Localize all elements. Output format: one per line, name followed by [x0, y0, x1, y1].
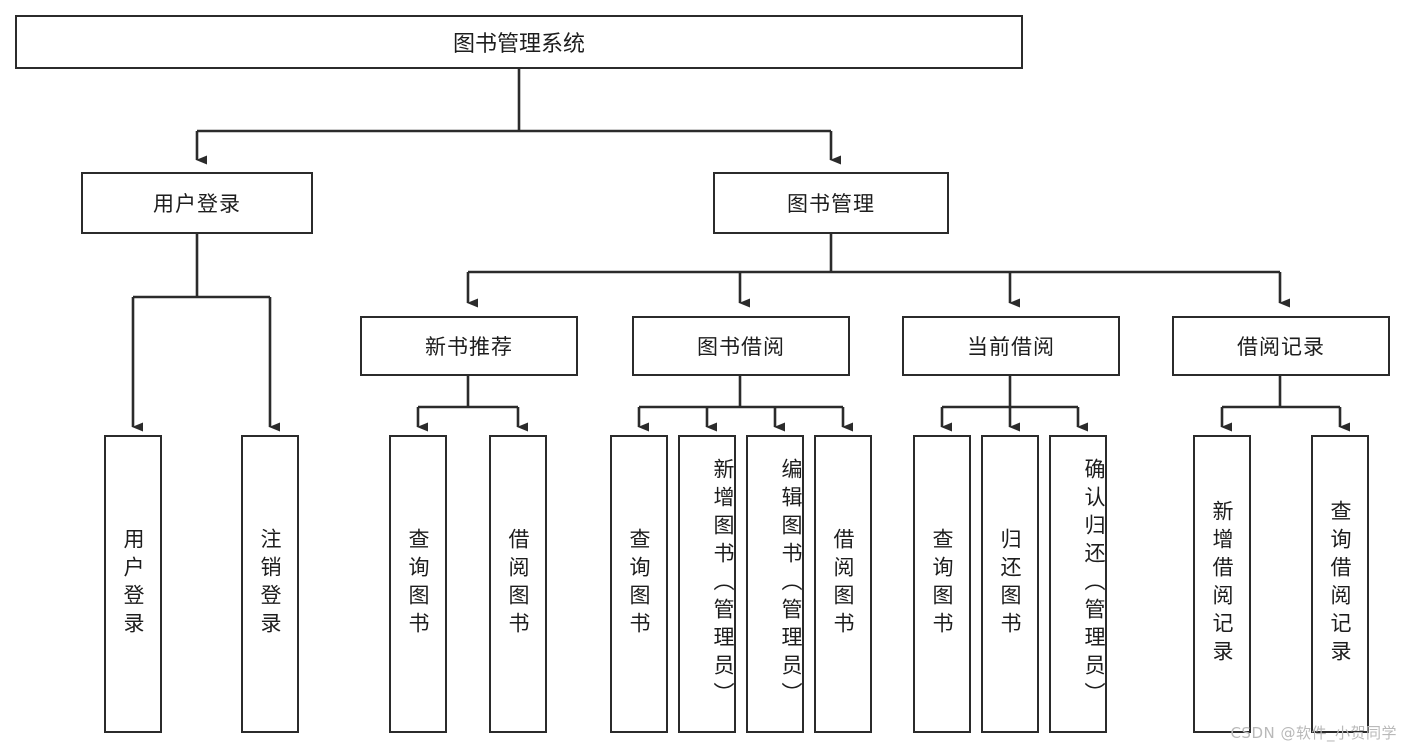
- node-leaf-borrow-books[interactable]: 借阅图书: [814, 435, 872, 733]
- node-label: 归还图书: [998, 528, 1023, 640]
- csdn-watermark: CSDN @软件_小贺同学: [1230, 724, 1397, 742]
- node-label: 查询借阅记录: [1328, 500, 1353, 668]
- node-leaf-add-book-admin[interactable]: 新增图书（管理员）: [678, 435, 736, 733]
- node-leaf-edit-book-admin[interactable]: 编辑图书（管理员）: [746, 435, 804, 733]
- node-label: 图书借阅: [697, 335, 785, 359]
- node-label: 图书管理: [787, 192, 875, 216]
- node-leaf-query-books-borrow[interactable]: 查询图书: [610, 435, 668, 733]
- node-new-book-recommendation[interactable]: 新书推荐: [360, 316, 578, 376]
- node-leaf-query-books-new[interactable]: 查询图书: [389, 435, 447, 733]
- node-leaf-query-books-current[interactable]: 查询图书: [913, 435, 971, 733]
- node-label: 借阅图书: [506, 528, 531, 640]
- node-leaf-query-borrow-record[interactable]: 查询借阅记录: [1311, 435, 1369, 733]
- node-label: 新增图书（管理员）: [711, 458, 735, 710]
- node-leaf-return-books[interactable]: 归还图书: [981, 435, 1039, 733]
- node-label: 查询图书: [930, 528, 955, 640]
- node-label: 用户登录: [121, 528, 146, 640]
- node-leaf-borrow-books-new[interactable]: 借阅图书: [489, 435, 547, 733]
- node-label: 当前借阅: [967, 335, 1055, 359]
- node-label: 编辑图书（管理员）: [779, 458, 803, 710]
- node-leaf-confirm-return-admin[interactable]: 确认归还（管理员）: [1049, 435, 1107, 733]
- node-book-borrowing[interactable]: 图书借阅: [632, 316, 850, 376]
- node-label: 借阅图书: [831, 528, 856, 640]
- node-leaf-add-borrow-record[interactable]: 新增借阅记录: [1193, 435, 1251, 733]
- node-label: 查询图书: [627, 528, 652, 640]
- node-label: 图书管理系统: [452, 32, 585, 57]
- node-leaf-user-login[interactable]: 用户登录: [104, 435, 162, 733]
- node-user-login[interactable]: 用户登录: [81, 172, 313, 234]
- node-label: 注销登录: [258, 528, 283, 640]
- node-book-management[interactable]: 图书管理: [713, 172, 949, 234]
- node-label: 新书推荐: [425, 335, 513, 359]
- node-current-borrowing[interactable]: 当前借阅: [902, 316, 1120, 376]
- node-borrow-records[interactable]: 借阅记录: [1172, 316, 1390, 376]
- node-label: 借阅记录: [1237, 335, 1325, 359]
- node-label: 用户登录: [153, 192, 241, 216]
- node-leaf-logout[interactable]: 注销登录: [241, 435, 299, 733]
- node-label: 确认归还（管理员）: [1082, 458, 1106, 710]
- node-root-book-management-system[interactable]: 图书管理系统: [15, 15, 1023, 69]
- node-label: 新增借阅记录: [1210, 500, 1235, 668]
- node-label: 查询图书: [406, 528, 431, 640]
